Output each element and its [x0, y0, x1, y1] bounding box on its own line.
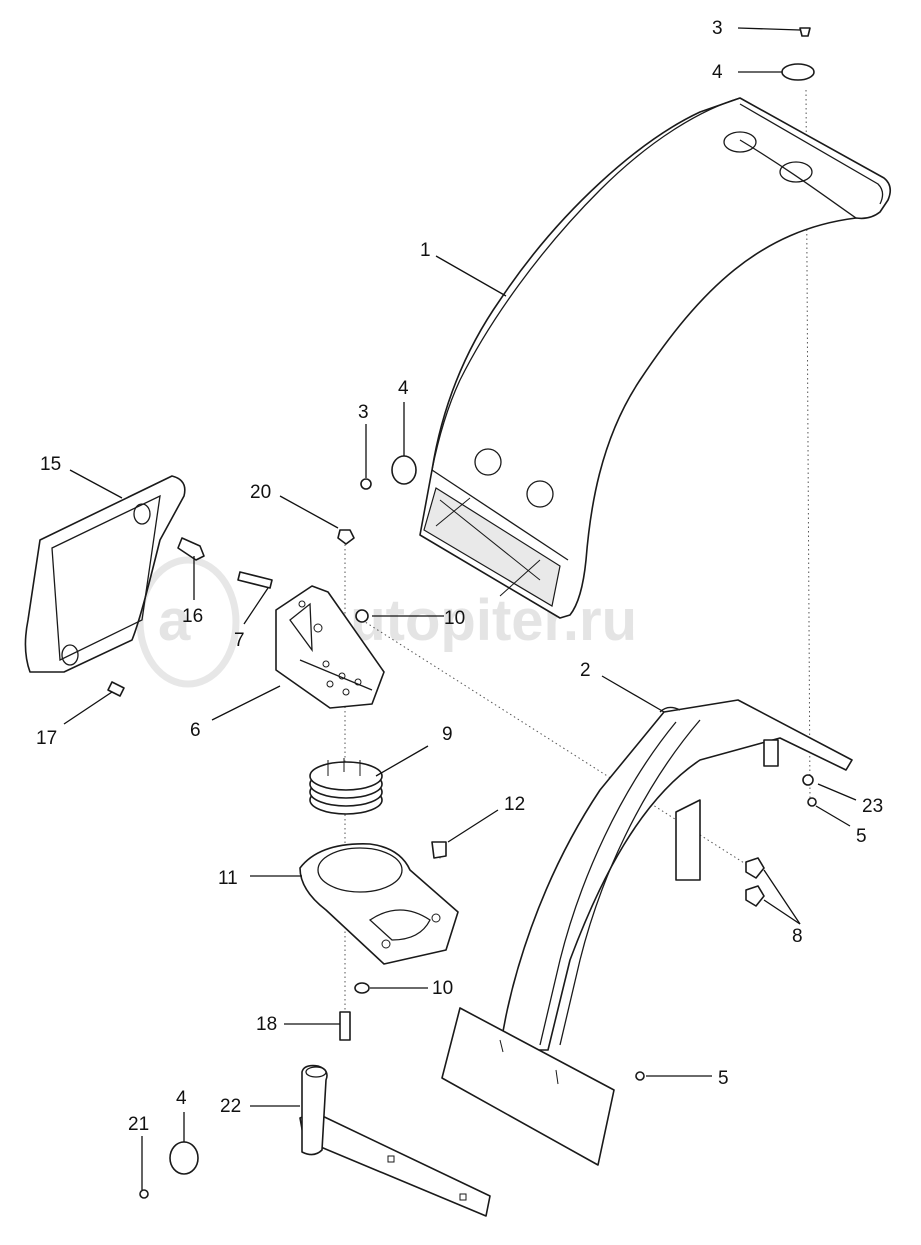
- callout-5: 5: [856, 826, 867, 847]
- watermark-text: autopiter.ru: [318, 588, 637, 653]
- fender-part-1: [419, 97, 892, 619]
- callout-23: 23: [862, 796, 883, 817]
- mounting-bracket-part-6: [275, 585, 385, 709]
- callout-1: 1: [420, 240, 431, 261]
- callout-10: 10: [432, 978, 453, 999]
- rubber-mount-part-9: [309, 758, 383, 815]
- callout-10: 10: [444, 608, 465, 629]
- callout-4: 4: [712, 62, 723, 83]
- callout-18: 18: [256, 1014, 277, 1035]
- callout-6: 6: [190, 720, 201, 741]
- callout-21: 21: [128, 1114, 149, 1135]
- callout-2: 2: [580, 660, 591, 681]
- base-plate-part-11: [299, 843, 459, 965]
- callout-8: 8: [792, 926, 803, 947]
- callout-11: 11: [218, 868, 238, 889]
- leader-lines: [63, 27, 857, 1190]
- callout-3: 3: [358, 402, 369, 423]
- watermark-prefix: a: [158, 588, 191, 653]
- callout-5: 5: [718, 1068, 729, 1089]
- side-panel-part-15: [24, 475, 186, 673]
- watermark: a autopiter.ru: [136, 556, 637, 688]
- callout-20: 20: [250, 482, 271, 503]
- callout-4: 4: [398, 378, 409, 399]
- callout-9: 9: [442, 724, 453, 745]
- bracket-arm-part-2: [441, 699, 853, 1166]
- callout-12: 12: [504, 794, 525, 815]
- callout-7: 7: [234, 630, 245, 651]
- hardware: [107, 27, 817, 1199]
- callout-labels: 3 4 1 4 3 15 20 16 7 10 2 17 6 9 23 12 5…: [36, 18, 883, 1135]
- callout-22: 22: [220, 1096, 241, 1117]
- callout-16: 16: [182, 606, 203, 627]
- support-bar-part-22: [299, 1064, 491, 1217]
- callout-3: 3: [712, 18, 723, 39]
- callout-15: 15: [40, 454, 61, 475]
- callout-4: 4: [176, 1088, 187, 1109]
- callout-17: 17: [36, 728, 57, 749]
